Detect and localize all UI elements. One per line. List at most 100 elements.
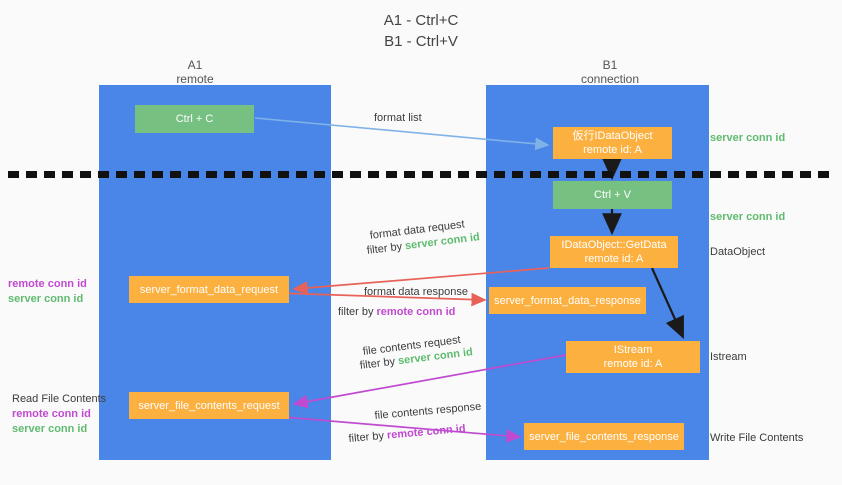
box-server-file-contents-response-label: server_file_contents_response xyxy=(529,430,679,443)
divider-dash xyxy=(134,171,145,178)
divider-dash xyxy=(728,171,739,178)
divider-dash xyxy=(98,171,109,178)
box-server-file-contents-request[interactable]: server_file_contents_request xyxy=(129,392,289,419)
filter-prefix: filter by xyxy=(366,240,406,257)
note-istream: Istream xyxy=(710,351,747,363)
divider-dash xyxy=(350,171,361,178)
divider-dash xyxy=(530,171,541,178)
divider-dash xyxy=(710,171,721,178)
filter-prefix: filter by xyxy=(338,306,377,318)
box-server-file-contents-response[interactable]: server_file_contents_response xyxy=(524,423,684,450)
divider-dash xyxy=(224,171,235,178)
divider-dash xyxy=(242,171,253,178)
title-line-2: B1 - Ctrl+V xyxy=(384,33,458,50)
divider-dash xyxy=(548,171,559,178)
box-ctrl-c[interactable]: Ctrl + C xyxy=(135,105,254,133)
divider-dash xyxy=(800,171,811,178)
divider-dash xyxy=(584,171,595,178)
column-a1-role: remote xyxy=(176,72,214,86)
divider-dash xyxy=(566,171,577,178)
divider-dash xyxy=(62,171,73,178)
column-header-a1: A1 remote xyxy=(120,58,270,86)
filter-prefix: filter by xyxy=(359,355,399,372)
label-format-list: format list xyxy=(374,112,422,124)
box-server-format-data-response[interactable]: server_format_data_response xyxy=(489,287,646,314)
note-server-conn-id-left-mid: server conn id xyxy=(8,293,84,305)
note-server-conn-id-left-bottom: server conn id xyxy=(12,423,88,435)
divider-dash xyxy=(746,171,757,178)
divider-dash xyxy=(368,171,379,178)
divider-dash xyxy=(458,171,469,178)
divider-dash xyxy=(512,171,523,178)
box-server-file-contents-request-label: server_file_contents_request xyxy=(138,399,280,412)
divider-dash xyxy=(656,171,667,178)
box-server-format-data-request-label: server_format_data_request xyxy=(139,283,279,296)
divider-dash xyxy=(44,171,55,178)
label-format-data-response-filter: filter by remote conn id xyxy=(338,305,455,320)
diagram-title: A1 - Ctrl+C B1 - Ctrl+V xyxy=(0,10,842,52)
filter-value-remote-conn-id: remote conn id xyxy=(386,422,467,442)
divider-dash xyxy=(152,171,163,178)
column-a1-name: A1 xyxy=(187,58,203,72)
filter-value-remote-conn-id: remote conn id xyxy=(376,306,456,318)
note-server-conn-id-mid: server conn id xyxy=(710,211,786,223)
divider-dash xyxy=(314,171,325,178)
divider-dash xyxy=(188,171,199,178)
column-header-b1: B1 connection xyxy=(530,58,690,86)
filter-prefix: filter by xyxy=(348,429,388,445)
divider-dash xyxy=(296,171,307,178)
divider-dash xyxy=(206,171,217,178)
divider-dash xyxy=(422,171,433,178)
divider-dash xyxy=(278,171,289,178)
divider-dash xyxy=(692,171,703,178)
divider-dash xyxy=(818,171,829,178)
box-idataobject-title: 仮行IDataObject xyxy=(572,130,653,142)
box-idataobject-subtitle: remote id: A xyxy=(583,144,642,156)
box-getdata-subtitle: remote id: A xyxy=(584,253,644,265)
box-istream-title: IStream xyxy=(613,344,653,356)
divider-dash xyxy=(440,171,451,178)
divider-dash xyxy=(404,171,415,178)
divider-dash xyxy=(494,171,505,178)
box-ctrl-v[interactable]: Ctrl + V xyxy=(553,181,672,209)
divider-dash xyxy=(260,171,271,178)
column-b1-role: connection xyxy=(580,72,640,86)
divider-dashed-line xyxy=(8,171,834,178)
divider-dash xyxy=(26,171,37,178)
divider-dash xyxy=(8,171,19,178)
box-idataobject[interactable]: 仮行IDataObject remote id: A xyxy=(553,127,672,159)
note-write-file-contents: Write File Contents xyxy=(710,432,804,444)
box-getdata-title: IDataObject::GetData xyxy=(561,239,667,251)
divider-dash xyxy=(80,171,91,178)
label-file-contents-response-filter: filter by remote conn id xyxy=(348,422,466,447)
note-server-conn-id-top: server conn id xyxy=(710,132,786,144)
divider-dash xyxy=(782,171,793,178)
label-format-data-response: format data response xyxy=(364,286,468,298)
box-idataobject-getdata[interactable]: IDataObject::GetData remote id: A xyxy=(550,236,678,268)
box-server-format-data-response-label: server_format_data_response xyxy=(494,294,641,307)
box-istream[interactable]: IStream remote id: A xyxy=(566,341,700,373)
divider-dash xyxy=(638,171,649,178)
divider-dash xyxy=(332,171,343,178)
note-left-conn-ids-mid: remote conn id server conn id xyxy=(8,277,87,307)
divider-dash xyxy=(764,171,775,178)
note-remote-conn-id-mid: remote conn id xyxy=(8,278,87,290)
note-remote-conn-id-bottom: remote conn id xyxy=(12,408,91,420)
note-left-read-file-contents: Read File Contents remote conn id server… xyxy=(12,392,106,437)
title-line-1: A1 - Ctrl+C xyxy=(383,12,459,29)
note-read-file-contents: Read File Contents xyxy=(12,393,107,405)
box-ctrl-c-label: Ctrl + C xyxy=(175,113,214,125)
divider-dash xyxy=(674,171,685,178)
note-dataobject: DataObject xyxy=(710,246,766,258)
divider-dash xyxy=(386,171,397,178)
box-server-format-data-request[interactable]: server_format_data_request xyxy=(129,276,289,303)
box-ctrl-v-label: Ctrl + V xyxy=(594,189,631,201)
divider-dash xyxy=(620,171,631,178)
divider-dash xyxy=(602,171,613,178)
divider-dash xyxy=(170,171,181,178)
box-istream-subtitle: remote id: A xyxy=(603,358,663,370)
label-file-contents-response: file contents response xyxy=(374,400,482,422)
divider-dash xyxy=(476,171,487,178)
divider-dash xyxy=(116,171,127,178)
